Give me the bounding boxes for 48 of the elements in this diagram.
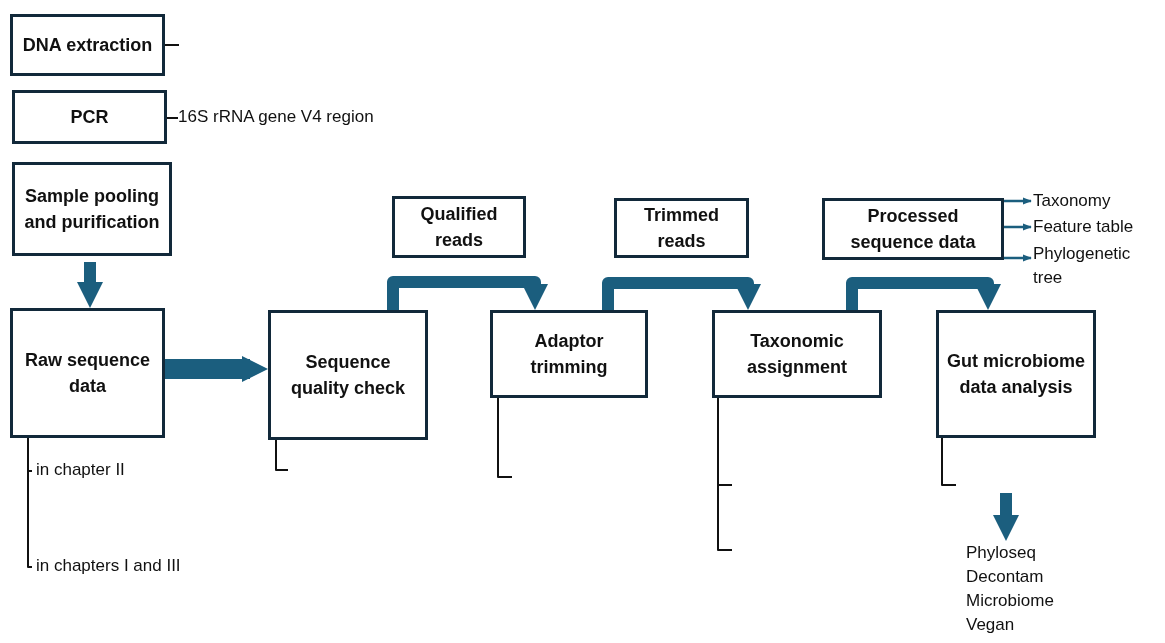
process-box: [822, 198, 1004, 260]
box-label: Taxonomic assignment: [746, 330, 848, 379]
leader-line: [164, 44, 180, 46]
process-box: [712, 310, 882, 398]
annotation-text: Taxonomy: [1033, 190, 1112, 212]
box-label: Processed sequence data: [849, 205, 977, 254]
leader-line: [497, 397, 513, 478]
box-label: PCR: [70, 106, 109, 129]
arrow: [1004, 254, 1032, 262]
arrow: [1004, 223, 1032, 231]
box-label: DNA extraction: [22, 34, 153, 57]
box-label: Gut microbiome data analysis: [946, 350, 1086, 399]
box-label: Sequence quality check: [289, 351, 406, 400]
block-arrow: [602, 277, 761, 310]
box-label: Raw sequence data: [23, 349, 152, 398]
process-box: [614, 198, 749, 258]
leader-line: [27, 437, 33, 568]
box-label: Qualified reads: [419, 203, 499, 252]
annotation-text: Microbiome: [966, 590, 1055, 612]
process-box: [490, 310, 648, 398]
box-label: Sample pooling and purification: [23, 185, 161, 234]
process-box: [10, 308, 165, 438]
process-box: [10, 14, 165, 76]
annotation-text: Vegan: [966, 614, 1016, 636]
leader-line: [166, 117, 179, 119]
block-arrow: [993, 493, 1019, 541]
annotation-text: in chapter II: [36, 459, 126, 481]
leader-line: [275, 439, 289, 471]
process-box: [12, 90, 167, 144]
arrow: [1004, 197, 1032, 205]
block-arrow: [77, 262, 103, 308]
block-arrow: [846, 277, 1001, 310]
annotation-text: Phylogenetic tree: [1033, 243, 1132, 289]
annotation-text: in chapters I and III: [36, 555, 182, 577]
process-box: [392, 196, 526, 258]
annotation-text: Feature table: [1033, 216, 1135, 238]
process-box: [268, 310, 428, 440]
leader-line: [717, 397, 733, 551]
process-box: [12, 162, 172, 256]
process-box: [936, 310, 1096, 438]
annotation-text: Phyloseq: [966, 542, 1037, 564]
box-label: Trimmed reads: [643, 204, 720, 253]
annotation-text: 16S rRNA gene V4 region: [178, 106, 375, 128]
box-label: Adaptor trimming: [529, 330, 609, 379]
annotation-text: Decontam: [966, 566, 1045, 588]
leader-line: [941, 437, 957, 486]
block-arrow: [387, 276, 548, 310]
block-arrow: [165, 356, 268, 382]
